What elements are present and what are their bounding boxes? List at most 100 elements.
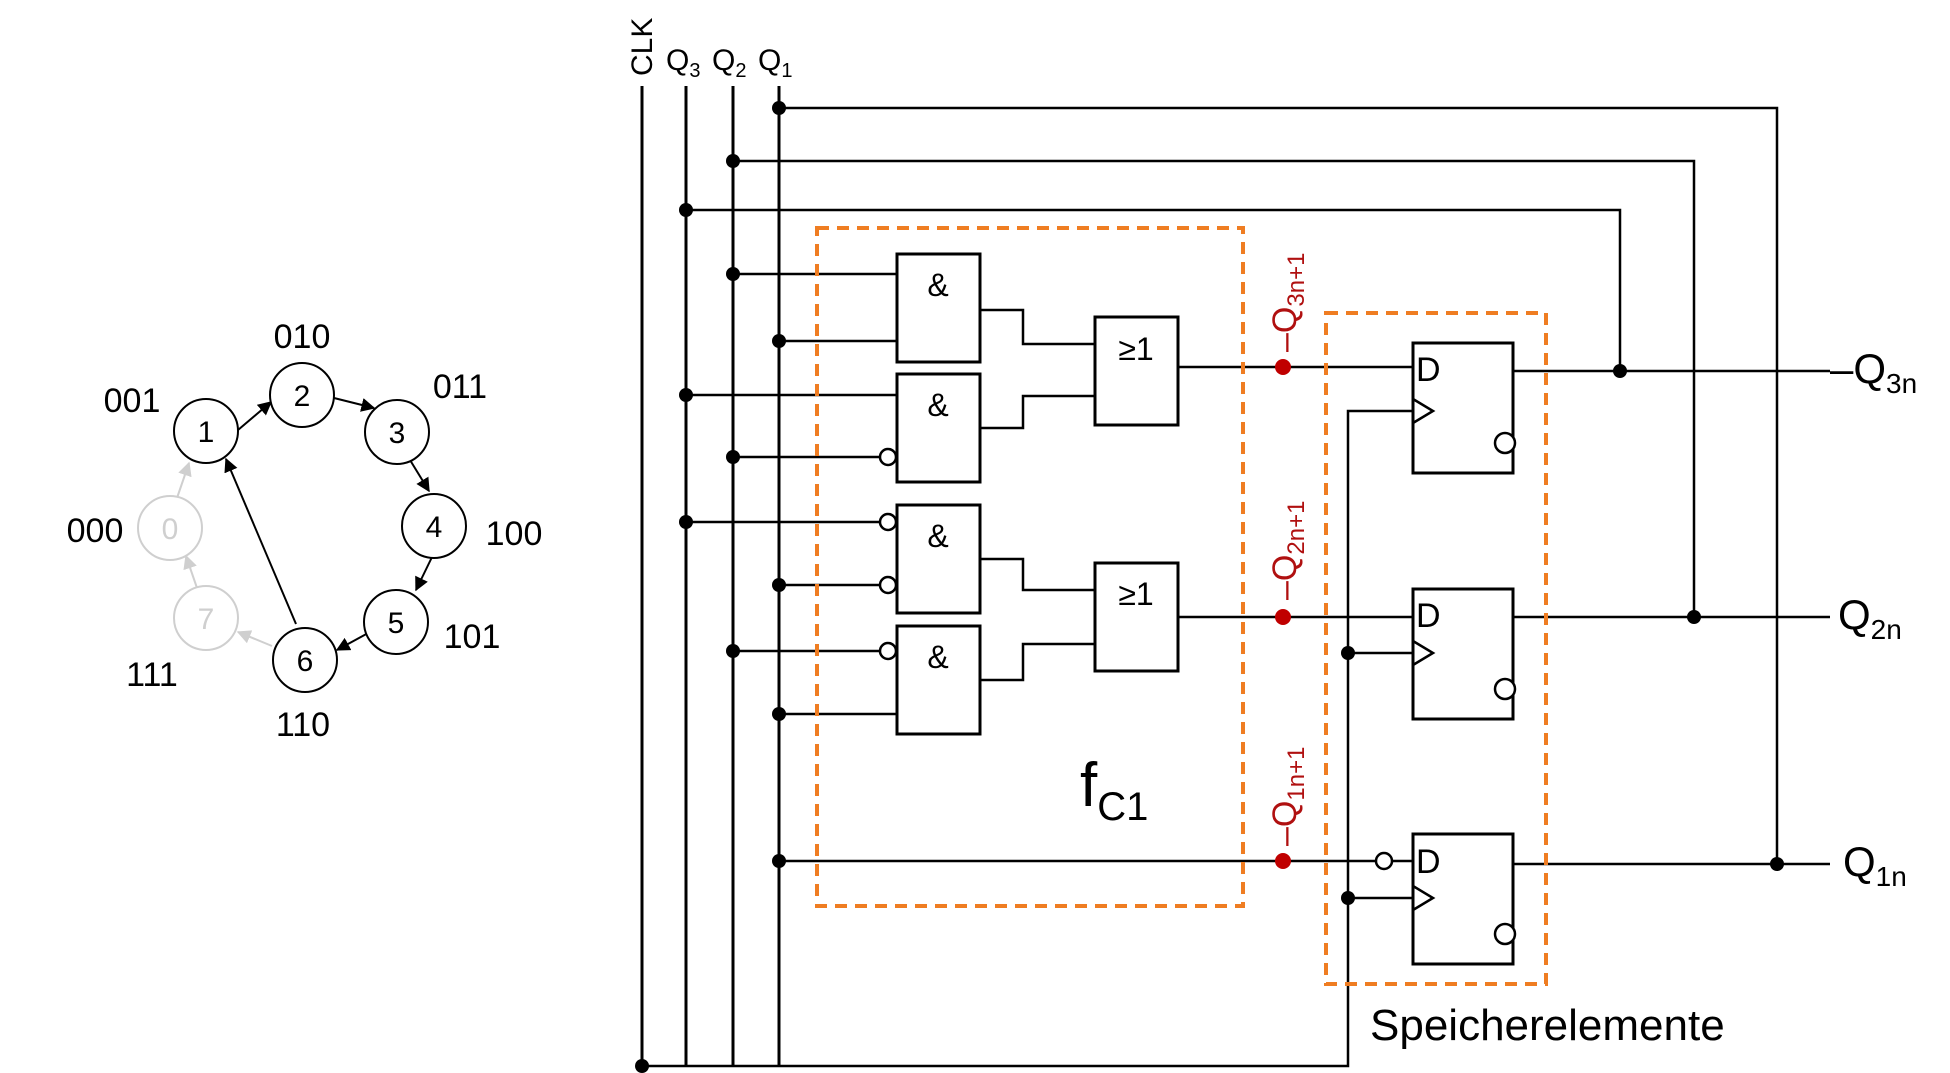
- q1-feedback-wire: [779, 106, 1779, 864]
- d-input-label: D: [1416, 597, 1441, 635]
- q3-next-label: –Q3n+1: [1266, 253, 1310, 352]
- junction: [726, 154, 740, 168]
- or-gate-q2: ≥1: [1093, 561, 1180, 673]
- state-number: 5: [388, 607, 405, 640]
- transition-6-7: [236, 630, 273, 647]
- clock-wire: [642, 409, 1413, 1068]
- junction: [679, 388, 693, 402]
- state-code: 000: [67, 512, 124, 550]
- junction: [726, 267, 740, 281]
- state-0: 0 000: [67, 495, 203, 561]
- wire: [980, 394, 1095, 430]
- state-4: 4 100: [401, 493, 543, 559]
- circuit: CLK Q3 Q2 Q1: [626, 18, 1917, 1073]
- junction: [1770, 857, 1784, 871]
- state-number: 7: [198, 603, 215, 636]
- inverter-bubble: [878, 512, 898, 532]
- and-symbol: &: [927, 387, 948, 423]
- wire: [980, 642, 1095, 682]
- flipflop-q3: D: [1411, 341, 1517, 475]
- state-code: 011: [433, 368, 487, 406]
- inverter-bubble: [1374, 851, 1394, 871]
- junction: [1687, 610, 1701, 624]
- clock-triangle: [1412, 884, 1436, 912]
- q2-output-label: Q2n: [1838, 591, 1902, 645]
- wire: [980, 308, 1095, 346]
- memory-elements-box: [1324, 311, 1548, 986]
- q2-input-label: Q2: [712, 44, 746, 82]
- inverted-output-bubble: [1493, 431, 1517, 455]
- inverter-bubble: [878, 641, 898, 661]
- combinational-logic-box: [815, 226, 1245, 908]
- q1-next-tap: [1275, 853, 1291, 869]
- state-number: 0: [162, 513, 179, 546]
- flipflop-q1: D: [1411, 832, 1517, 966]
- state-transitions: [176, 396, 434, 651]
- state-6: 6 110: [272, 627, 338, 744]
- state-7: 7 111: [126, 585, 239, 694]
- inverted-output-bubble: [1493, 922, 1517, 946]
- state-code: 001: [104, 382, 161, 420]
- q3-feedback-wire: [686, 208, 1622, 371]
- state-number: 4: [426, 511, 443, 544]
- state-code: 100: [486, 515, 543, 553]
- transition-1-2: [237, 401, 273, 431]
- junction: [726, 450, 740, 464]
- inverter-bubble: [878, 575, 898, 595]
- and-gate-4: &: [895, 624, 982, 736]
- state-1: 1 001: [104, 382, 239, 464]
- transition-7-0: [183, 554, 198, 589]
- junction: [772, 854, 786, 868]
- q2-next-tap: [1275, 609, 1291, 625]
- state-code: 010: [274, 318, 331, 356]
- d-input-label: D: [1416, 843, 1441, 881]
- junction: [772, 101, 786, 115]
- transition-0-1: [176, 461, 192, 499]
- junction: [1613, 364, 1627, 378]
- q1-input-label: Q1: [758, 44, 792, 82]
- q2-next-label: –Q2n+1: [1266, 501, 1310, 600]
- junction: [679, 515, 693, 529]
- or-symbol: ≥1: [1118, 331, 1153, 367]
- function-label: fC1: [1080, 751, 1148, 829]
- junction: [772, 707, 786, 721]
- junction: [772, 578, 786, 592]
- transition-5-6: [335, 631, 371, 651]
- d-input-label: D: [1416, 351, 1441, 389]
- junction: [1341, 891, 1355, 905]
- state-number: 3: [389, 417, 406, 450]
- q3-input-label: Q3: [666, 44, 700, 82]
- and-gate-1: &: [895, 252, 982, 364]
- inverted-output-bubble: [1493, 677, 1517, 701]
- junction: [772, 334, 786, 348]
- q3-next-tap: [1275, 359, 1291, 375]
- or-gate-q3: ≥1: [1093, 315, 1180, 427]
- q1-next-label: –Q1n+1: [1266, 747, 1310, 846]
- junction: [635, 1059, 649, 1073]
- state-code: 111: [126, 656, 178, 694]
- inverter-bubble: [878, 447, 898, 467]
- junction: [1341, 646, 1355, 660]
- q2-feedback-wire: [733, 159, 1696, 617]
- clock-triangle: [1412, 397, 1436, 425]
- state-code: 110: [276, 706, 330, 744]
- clk-label: CLK: [626, 18, 659, 76]
- transition-4-5: [415, 554, 434, 592]
- and-gate-2: &: [895, 372, 982, 484]
- memory-elements-label: Speicherelemente: [1370, 1001, 1725, 1050]
- transition-3-4: [409, 459, 430, 493]
- transition-2-3: [329, 396, 376, 412]
- state-number: 2: [294, 380, 311, 413]
- state-5: 5 101: [363, 589, 501, 656]
- q3-output-label: –Q3n: [1830, 345, 1917, 399]
- state-2: 2 010: [269, 318, 335, 428]
- and-symbol: &: [927, 267, 948, 303]
- q1-output-label: Q1n: [1843, 838, 1907, 892]
- clock-triangle: [1412, 639, 1436, 667]
- state-3: 011 3: [364, 368, 487, 465]
- state-number: 6: [297, 645, 314, 678]
- state-code: 101: [444, 618, 501, 656]
- and-gate-3: &: [895, 503, 982, 615]
- flipflop-q2: D: [1411, 587, 1517, 721]
